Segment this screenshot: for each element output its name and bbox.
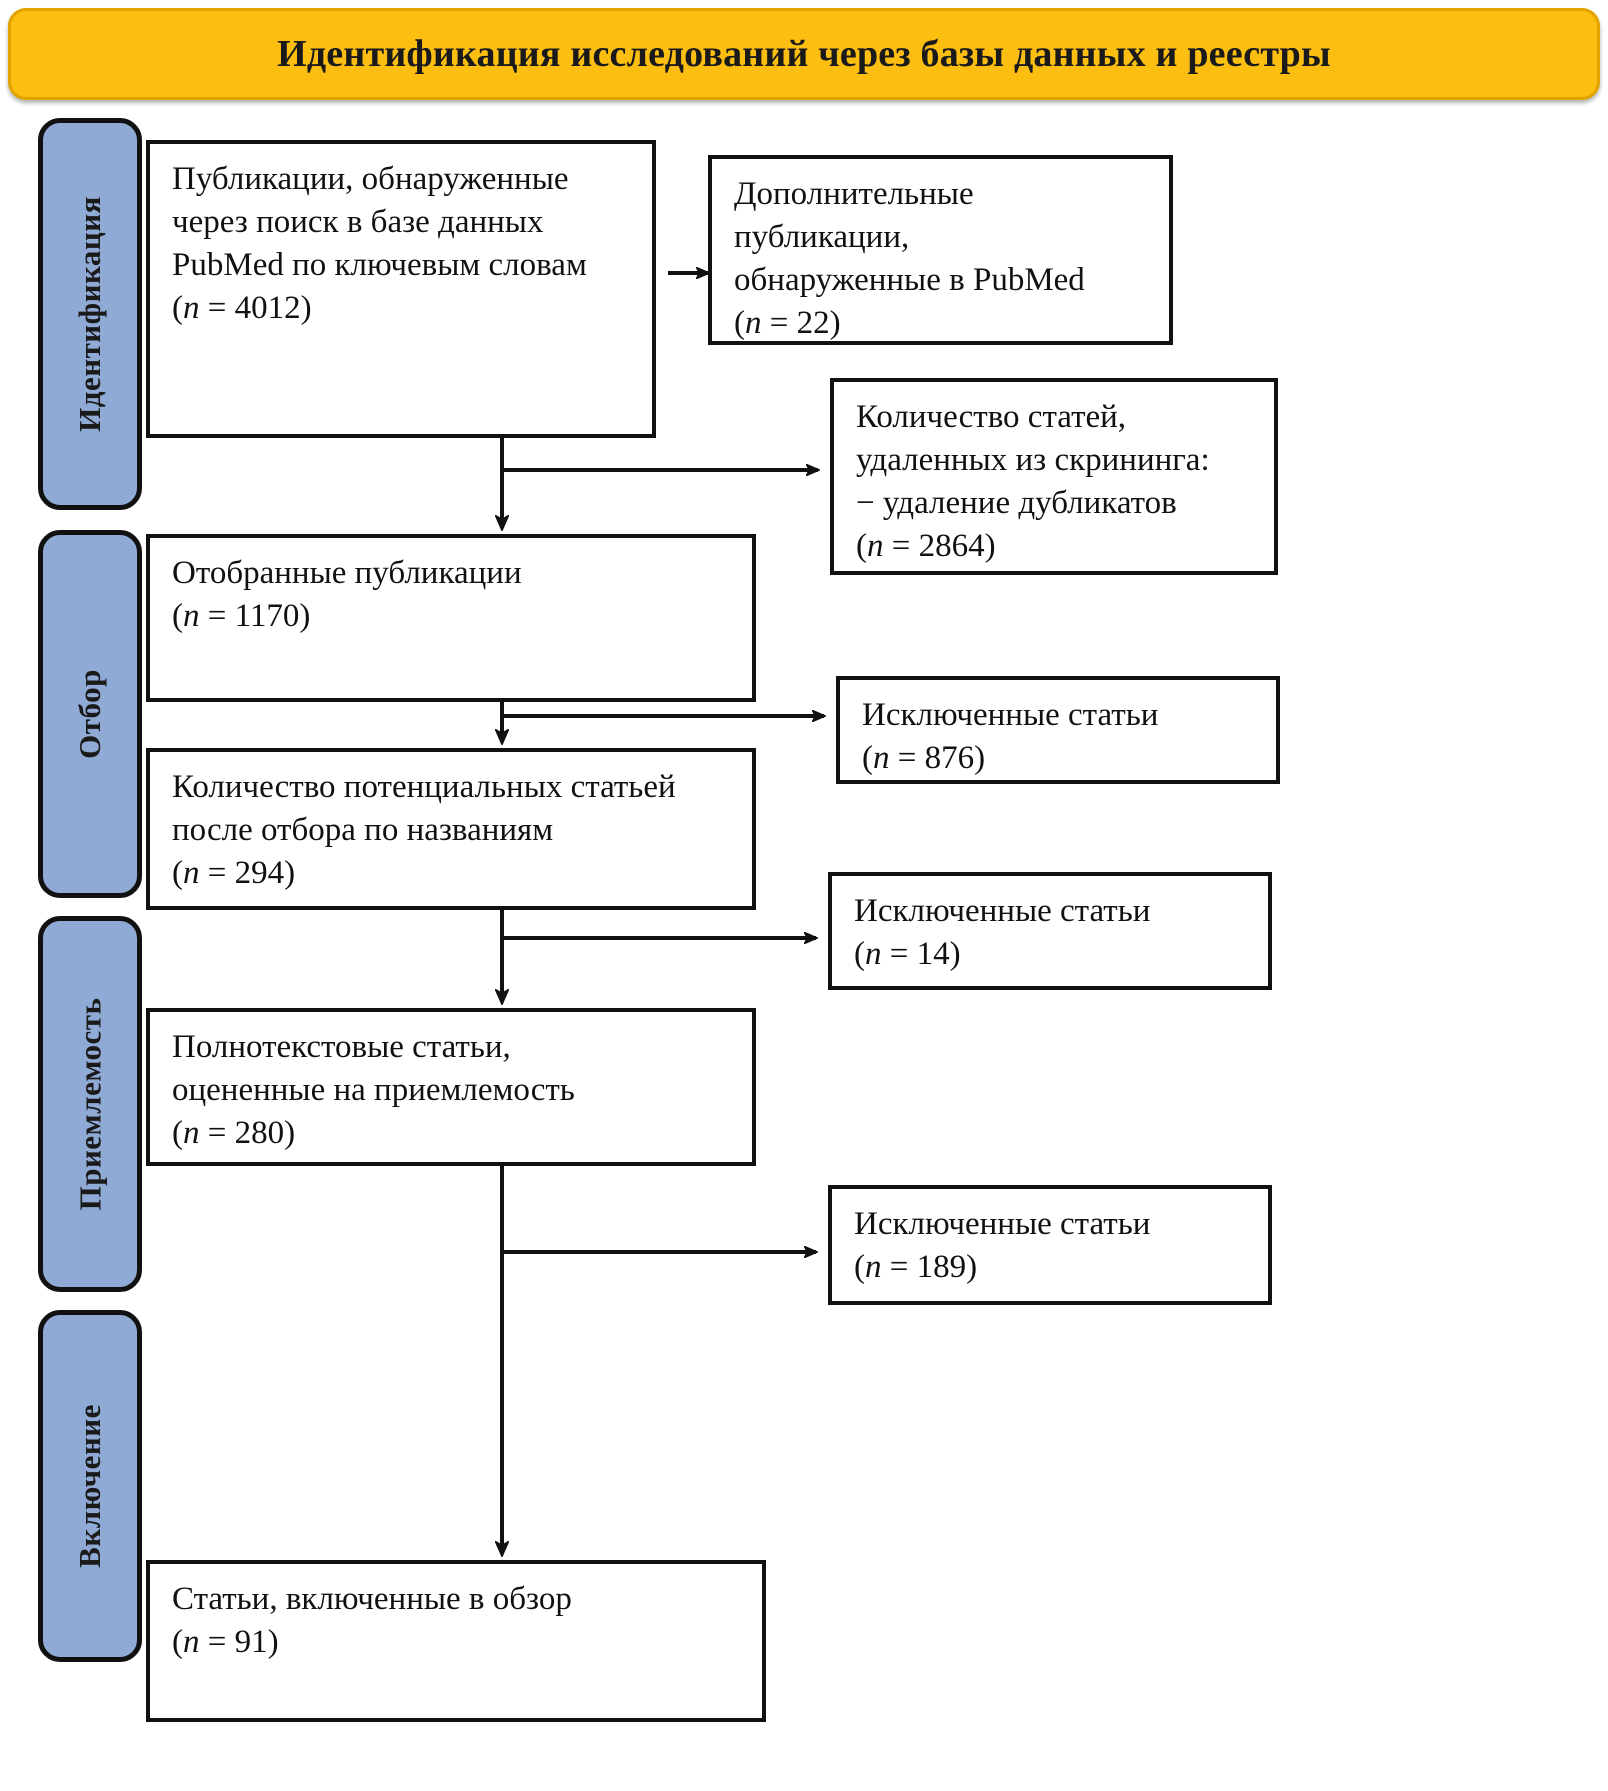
box-count: (n = 280) [172,1112,732,1155]
paren-open: ( [856,527,867,564]
box-excluded-876: Исключенные статьи (n = 876) [836,676,1280,784]
count-value: = 2864) [883,527,996,564]
paren-open: ( [854,1248,865,1285]
box-line: Публикации, обнаруженные [172,161,569,197]
box-line: Исключенные статьи [854,893,1151,929]
stage-label-eligibility: Приемлемость [72,997,108,1211]
stage-label-screening: Отбор [72,669,107,759]
box-records-identified: Публикации, обнаруженные через поиск в б… [146,140,656,438]
box-count: (n = 189) [854,1246,1248,1289]
count-value: = 876) [889,739,986,776]
n-symbol: n [865,935,882,972]
count-value: = 280) [199,1114,296,1151]
box-fulltext-assessed: Полнотекстовые статьи, оцененные на прие… [146,1008,756,1166]
stage-tab-identification: Идентификация [38,118,142,510]
box-line: Количество статей, [856,399,1127,435]
count-value: = 189) [881,1248,978,1285]
box-line: Количество потенциальных статьей [172,769,676,805]
n-symbol: n [183,597,200,634]
box-count: (n = 294) [172,852,732,895]
box-additional-records: Дополнительные публикации, обнаруженные … [708,155,1173,345]
box-line: Исключенные статьи [862,697,1159,733]
box-line: Отобранные публикации [172,555,522,591]
box-line: через поиск в базе данных [172,203,544,240]
box-count: (n = 91) [172,1621,742,1664]
box-line: PubMed по ключевым словам [172,246,587,283]
box-count: (n = 22) [734,302,1149,345]
count-value: = 14) [881,935,961,972]
stage-label-inclusion: Включение [72,1404,108,1568]
box-count: (n = 1170) [172,595,732,638]
box-count: (n = 2864) [856,525,1254,568]
paren-open: ( [862,739,873,776]
header-banner: Идентификация исследований через базы да… [8,8,1600,100]
box-line: удаленных из скрининга: [856,441,1210,478]
paren-open: ( [854,935,865,972]
box-count: (n = 4012) [172,287,632,330]
stage-tab-inclusion: Включение [38,1310,142,1662]
n-symbol: n [183,1114,200,1151]
n-symbol: n [183,854,200,891]
count-value: = 1170) [199,597,311,634]
count-value: = 4012) [199,289,312,326]
box-removed-screening: Количество статей, удаленных из скрининг… [830,378,1278,575]
n-symbol: n [183,1623,200,1660]
box-line: Статьи, включенные в обзор [172,1581,572,1617]
box-line: Дополнительные [734,176,974,212]
paren-open: ( [172,854,183,891]
stage-tab-eligibility: Приемлемость [38,916,142,1292]
box-excluded-189: Исключенные статьи (n = 189) [828,1185,1272,1305]
box-line: оцененные на приемлемость [172,1071,575,1108]
stage-label-identification: Идентификация [72,196,108,432]
paren-open: ( [172,289,183,326]
box-line: Исключенные статьи [854,1206,1151,1242]
n-symbol: n [865,1248,882,1285]
paren-open: ( [172,597,183,634]
box-line: публикации, [734,218,910,255]
box-titles-screened: Количество потенциальных статьей после о… [146,748,756,910]
n-symbol: n [867,527,884,564]
box-line: после отбора по названиям [172,811,554,848]
count-value: = 91) [199,1623,279,1660]
box-line: − удаление дубликатов [856,484,1177,521]
box-line: Полнотекстовые статьи, [172,1029,511,1065]
count-value: = 22) [761,304,841,341]
paren-open: ( [172,1114,183,1151]
box-records-screened: Отобранные публикации (n = 1170) [146,534,756,702]
paren-open: ( [734,304,745,341]
count-value: = 294) [199,854,296,891]
stage-tab-screening: Отбор [38,530,142,898]
box-count: (n = 14) [854,933,1248,976]
box-count: (n = 876) [862,737,1256,780]
n-symbol: n [873,739,890,776]
box-excluded-14: Исключенные статьи (n = 14) [828,872,1272,990]
box-included-review: Статьи, включенные в обзор (n = 91) [146,1560,766,1722]
n-symbol: n [745,304,762,341]
paren-open: ( [172,1623,183,1660]
page-title: Идентификация исследований через базы да… [277,33,1331,75]
box-line: обнаруженные в PubMed [734,261,1085,298]
n-symbol: n [183,289,200,326]
